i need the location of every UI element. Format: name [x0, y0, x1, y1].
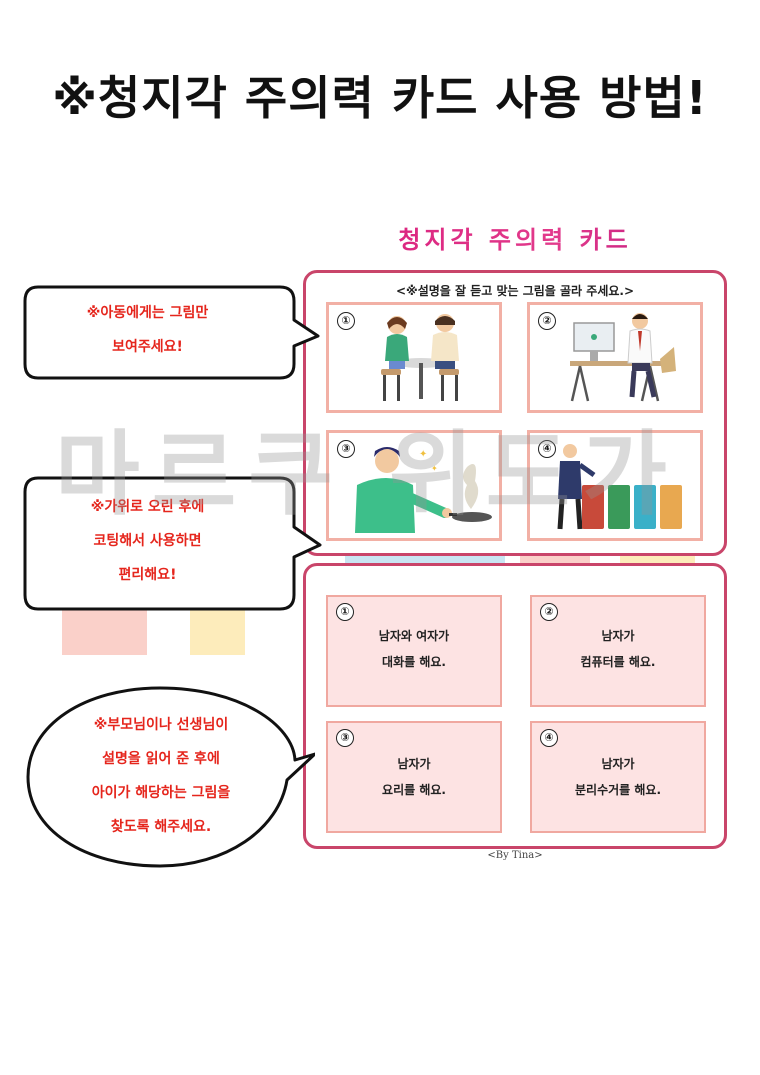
svg-text:✦: ✦ [419, 449, 427, 460]
bubble-line: ※가위로 오린 후에 [90, 499, 205, 515]
text-card-3[interactable]: ③ 남자가 요리를 해요. [326, 721, 502, 833]
number-badge: ② [538, 312, 556, 330]
watermark-text: 마르쿠 위도가 [55, 421, 679, 528]
bubble-line: 코팅해서 사용하면 [93, 533, 202, 549]
bubble-line: 설명을 읽어 준 후에 [102, 751, 220, 767]
couple-talking-icon [381, 314, 459, 401]
bubble-line: ※아동에게는 그림만 [86, 305, 209, 321]
speech-bubble-2 [23, 476, 322, 611]
card-line-2: 대화를 해요. [382, 655, 446, 669]
card-description: 남자가 컴퓨터를 해요. [532, 623, 704, 675]
number-badge: ① [336, 603, 354, 621]
card-line-1: 남자가 [601, 629, 635, 643]
man-cooking-icon: ✦ ✦ [355, 447, 492, 533]
picture-card-4[interactable]: ④ [527, 430, 703, 541]
bubble-line: 찾도록 해주세요. [110, 819, 212, 835]
bubble-line: 보여주세요! [112, 339, 183, 355]
number-badge: ④ [538, 440, 556, 458]
card-description: 남자와 여자가 대화를 해요. [328, 623, 500, 675]
bubble-3-text: ※부모님이나 선생님이 설명을 읽어 준 후에 아이가 해당하는 그림을 찾도록… [28, 708, 294, 844]
speech-bubble-3 [26, 686, 315, 868]
card-description: 남자가 분리수거를 해요. [532, 751, 704, 803]
picture-card-1[interactable]: ① [326, 302, 502, 413]
picture-card-2[interactable]: ② [527, 302, 703, 413]
card-title: 청지각 주의력 카드 [305, 220, 725, 255]
text-card-2[interactable]: ② 남자가 컴퓨터를 해요. [530, 595, 706, 707]
card-line-1: 남자가 [601, 757, 635, 771]
text-card-1[interactable]: ① 남자와 여자가 대화를 해요. [326, 595, 502, 707]
bubble-line: 편리해요! [118, 567, 177, 583]
speech-bubble-1 [23, 285, 320, 380]
svg-text:✦: ✦ [431, 464, 438, 473]
man-recycling-icon [557, 444, 682, 530]
number-badge: ② [540, 603, 558, 621]
card-line-1: 남자가 [397, 757, 431, 771]
card-line-1: 남자와 여자가 [378, 629, 450, 643]
card-line-2: 분리수거를 해요. [574, 783, 662, 797]
card-description: 남자가 요리를 해요. [328, 751, 500, 803]
card-line-2: 컴퓨터를 해요. [580, 655, 656, 669]
picture-card-3[interactable]: ③ ✦ ✦ [326, 430, 502, 541]
bubble-line: ※부모님이나 선생님이 [93, 717, 229, 733]
credit-text: <By Tina> [487, 850, 543, 861]
bubble-1-text: ※아동에게는 그림만 보여주세요! [25, 296, 270, 364]
text-card-4[interactable]: ④ 남자가 분리수거를 해요. [530, 721, 706, 833]
number-badge: ③ [336, 729, 354, 747]
bubble-line: 아이가 해당하는 그림을 [91, 785, 231, 801]
page-title: ※청지각 주의력 카드 사용 방법! [52, 71, 708, 125]
card-line-2: 요리를 해요. [382, 783, 446, 797]
instruction-text: <※설명을 잘 듣고 맞는 그림을 골라 주세요.> [395, 284, 635, 298]
number-badge: ④ [540, 729, 558, 747]
man-at-computer-icon [570, 313, 676, 402]
number-badge: ① [337, 312, 355, 330]
bubble-2-text: ※가위로 오린 후에 코팅해서 사용하면 편리해요! [25, 490, 270, 592]
number-badge: ③ [337, 440, 355, 458]
